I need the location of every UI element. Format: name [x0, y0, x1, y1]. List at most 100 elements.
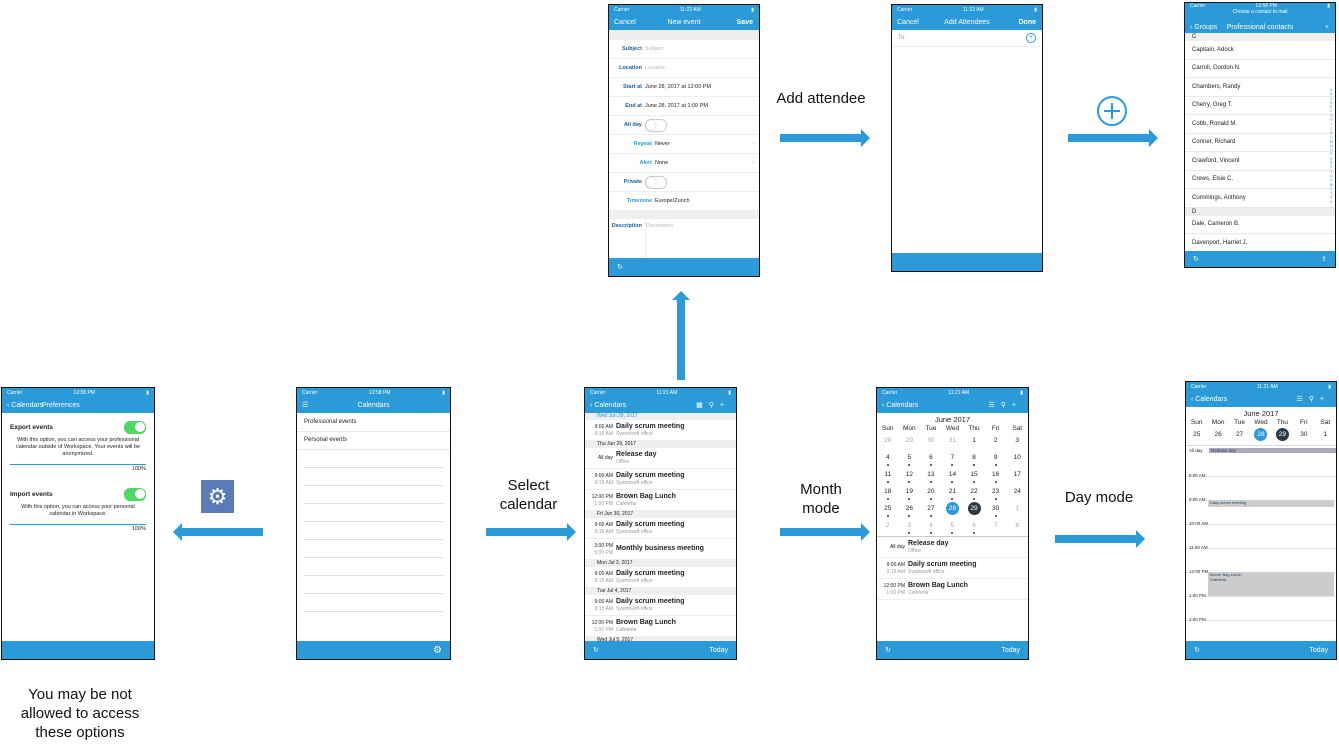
event-block[interactable]: Daily scrum meeting — [1208, 500, 1334, 507]
index-letter[interactable]: # — [1330, 199, 1333, 204]
contact-item[interactable]: Dale, Cameron B. — [1185, 216, 1335, 234]
allday-event[interactable]: Release day — [1209, 447, 1336, 453]
private-toggle[interactable] — [645, 175, 667, 189]
index-letter[interactable]: L — [1330, 135, 1333, 140]
refresh-icon[interactable]: ↻ — [1193, 256, 1199, 263]
day-cell[interactable]: 29 — [963, 502, 985, 519]
index-letter[interactable]: U — [1330, 173, 1333, 178]
location-input[interactable]: Location — [645, 65, 666, 71]
day-cell[interactable]: 30 — [1293, 428, 1314, 445]
day-cell[interactable]: 13 — [920, 468, 942, 485]
refresh-icon[interactable]: ↻ — [593, 647, 599, 654]
index-letter[interactable]: B — [1330, 92, 1333, 97]
day-cell[interactable]: 31 — [942, 434, 964, 451]
alert-value[interactable]: None — [655, 160, 669, 166]
done-button[interactable]: Done — [1018, 18, 1037, 26]
index-letter[interactable]: J — [1330, 126, 1333, 131]
contact-item[interactable]: Cobb, Ronald M. — [1185, 115, 1335, 134]
gear-icon[interactable]: ⚙ — [433, 644, 442, 656]
contact-item[interactable]: Crews, Elsie C. — [1185, 171, 1335, 189]
index-letter[interactable]: K — [1330, 130, 1333, 135]
day-cell[interactable]: 28 — [1250, 428, 1271, 445]
back-button[interactable]: ‹ Calendars — [882, 401, 919, 409]
calendar-item[interactable]: Professional events — [297, 413, 450, 432]
index-letter[interactable]: F — [1330, 109, 1333, 114]
today-button[interactable]: Today — [1309, 646, 1328, 654]
day-cell[interactable]: 4 — [877, 451, 899, 468]
subject-input[interactable]: Subject — [645, 46, 664, 52]
start-value[interactable]: June 28, 2017 at 12:00 PM — [645, 84, 712, 90]
day-cell[interactable]: 29 — [899, 434, 921, 451]
index-letter[interactable]: M — [1329, 139, 1333, 144]
contact-item[interactable]: Conner, Richard — [1185, 134, 1335, 152]
today-button[interactable]: Today — [709, 646, 728, 654]
index-letter[interactable]: X — [1330, 186, 1333, 191]
day-cell[interactable]: 3 — [1006, 434, 1028, 451]
index-letter[interactable]: C — [1330, 96, 1333, 101]
add-icon[interactable]: + — [1319, 396, 1330, 403]
index-letter[interactable]: N — [1330, 143, 1333, 148]
calendar-item[interactable]: Personal events — [297, 432, 450, 450]
allday-toggle[interactable] — [645, 118, 667, 132]
day-cell[interactable]: 30 — [985, 502, 1007, 519]
contact-item[interactable]: Chambers, Randy — [1185, 78, 1335, 97]
add-icon[interactable]: + — [1011, 402, 1022, 409]
index-letter[interactable]: G — [1329, 113, 1333, 118]
contact-item[interactable]: Crawford, Vincent — [1185, 152, 1335, 171]
day-cell[interactable]: 24 — [1006, 485, 1028, 502]
day-cell[interactable]: 1 — [1315, 428, 1336, 445]
day-cell[interactable]: 3 — [899, 519, 921, 536]
save-button[interactable]: Save — [736, 18, 753, 26]
day-cell[interactable]: 16 — [985, 468, 1007, 485]
index-letter[interactable]: I — [1330, 122, 1332, 127]
day-cell[interactable]: 11 — [877, 468, 899, 485]
list-icon[interactable]: ☰ — [1296, 396, 1309, 403]
menu-icon[interactable]: ☰ — [302, 402, 309, 409]
day-cell[interactable]: 2 — [985, 434, 1007, 451]
day-cell[interactable]: 14 — [942, 468, 964, 485]
back-button[interactable]: ‹ Calendars — [7, 401, 44, 409]
end-value[interactable]: June 28, 2017 at 1:00 PM — [645, 103, 708, 109]
day-cell[interactable]: 25 — [1186, 428, 1207, 445]
day-cell[interactable]: 10 — [1006, 451, 1028, 468]
today-button[interactable]: Today — [1001, 646, 1020, 654]
day-cell[interactable]: 4 — [920, 519, 942, 536]
index-letter[interactable]: A — [1330, 88, 1333, 92]
day-cell[interactable]: 28 — [877, 434, 899, 451]
index-letter[interactable]: W — [1329, 182, 1333, 187]
refresh-icon[interactable]: ↻ — [885, 647, 891, 654]
export-toggle[interactable] — [124, 421, 146, 434]
day-cell[interactable]: 26 — [1207, 428, 1228, 445]
add-icon[interactable]: + — [1324, 23, 1329, 31]
day-cell[interactable]: 1 — [1006, 502, 1028, 519]
index-letter[interactable]: R — [1330, 161, 1333, 166]
add-icon[interactable]: + — [719, 402, 730, 409]
index-letter[interactable]: Z — [1330, 195, 1333, 200]
share-icon[interactable]: ⇧ — [1321, 256, 1327, 263]
day-cell[interactable]: 5 — [899, 451, 921, 468]
index-letter[interactable]: Q — [1329, 156, 1333, 161]
refresh-icon[interactable]: ↻ — [1194, 647, 1200, 654]
index-letter[interactable]: T — [1330, 169, 1333, 174]
day-cell[interactable]: 7 — [942, 451, 964, 468]
day-cell[interactable]: 5 — [942, 519, 964, 536]
day-cell[interactable]: 26 — [899, 502, 921, 519]
add-contact-icon[interactable]: + — [1026, 33, 1036, 43]
day-cell[interactable]: 7 — [985, 519, 1007, 536]
import-toggle[interactable] — [124, 488, 146, 501]
day-cell[interactable]: 23 — [985, 485, 1007, 502]
day-cell[interactable]: 21 — [942, 485, 964, 502]
day-cell[interactable]: 6 — [963, 519, 985, 536]
contact-item[interactable]: Capitain, Adock — [1185, 41, 1335, 60]
contact-item[interactable]: Cummings, Anthony — [1185, 189, 1335, 208]
day-cell[interactable]: 29 — [1272, 428, 1293, 445]
day-cell[interactable]: 27 — [920, 502, 942, 519]
back-button[interactable]: ‹ Calendars — [590, 401, 627, 409]
